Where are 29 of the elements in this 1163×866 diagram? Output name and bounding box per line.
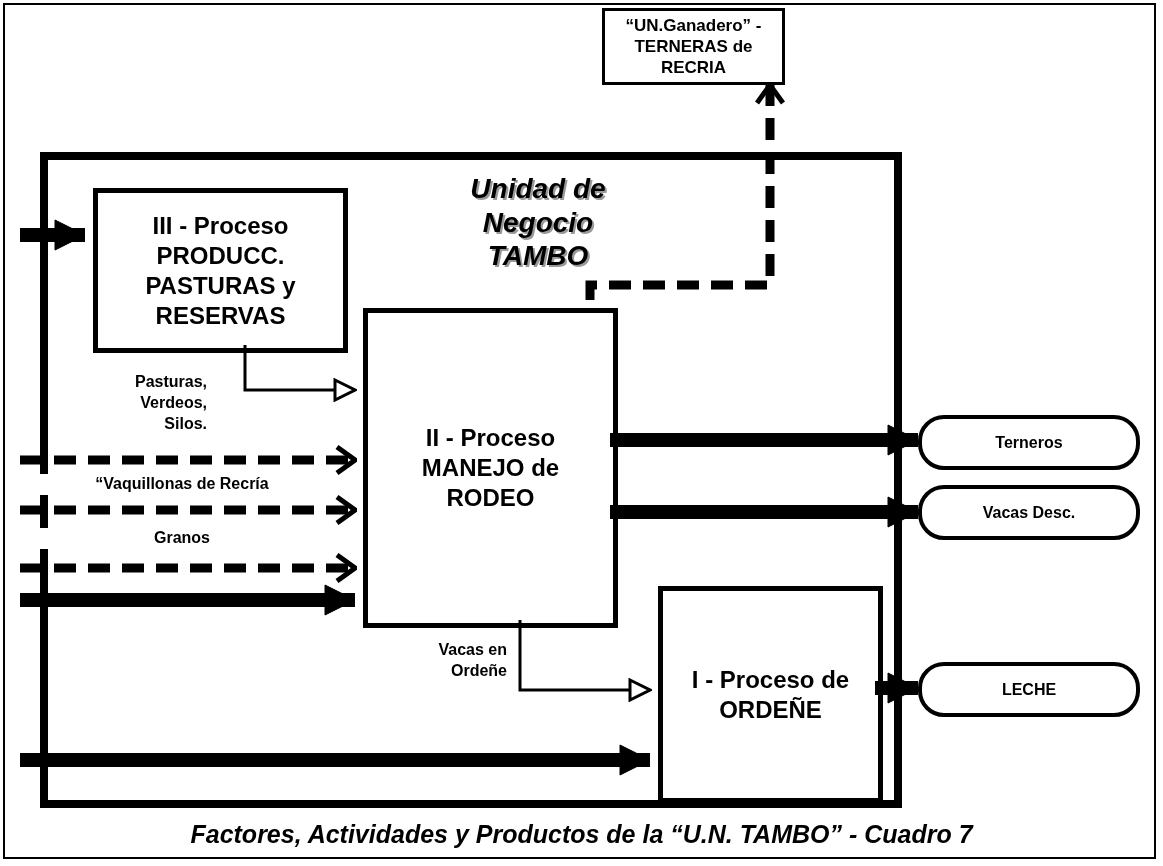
output-terminal bbox=[918, 485, 1140, 540]
box-label: “UN.Ganadero” - TERNERAS de RECRIA bbox=[624, 14, 763, 79]
process-box bbox=[363, 308, 618, 628]
target-box bbox=[602, 8, 785, 85]
output-terminal bbox=[918, 662, 1140, 717]
dashed-arrow bbox=[585, 82, 786, 300]
dashed-arrow bbox=[20, 444, 358, 476]
business-unit-frame bbox=[40, 152, 902, 808]
unit-title: Unidad de Negocio TAMBO bbox=[469, 172, 607, 273]
arrow bbox=[20, 219, 86, 251]
dashed-arrow bbox=[20, 494, 358, 526]
dashed-arrow bbox=[20, 552, 358, 584]
terminal-label: Terneros bbox=[994, 432, 1064, 453]
box-label: III - Proceso PRODUCC. PASTURAS y RESERVAS bbox=[144, 210, 297, 331]
arrow bbox=[875, 672, 919, 704]
process-box bbox=[658, 586, 883, 803]
terminal-label: Vacas Desc. bbox=[981, 502, 1077, 523]
arrow bbox=[20, 584, 356, 616]
arrow bbox=[243, 345, 357, 402]
process-box bbox=[93, 188, 348, 353]
caption: Factores, Actividades y Productos de la “U.N. TAMBO” - Cuadro 7 bbox=[189, 820, 975, 849]
box-label: II - Proceso MANEJO de RODEO bbox=[420, 423, 561, 513]
output-terminal bbox=[918, 415, 1140, 470]
arrow bbox=[610, 496, 919, 528]
arrow bbox=[610, 424, 919, 456]
arrow bbox=[20, 744, 651, 776]
arrow bbox=[518, 620, 652, 702]
terminal-label: LECHE bbox=[1000, 679, 1058, 700]
box-label: I - Proceso de ORDEÑE bbox=[690, 664, 851, 725]
